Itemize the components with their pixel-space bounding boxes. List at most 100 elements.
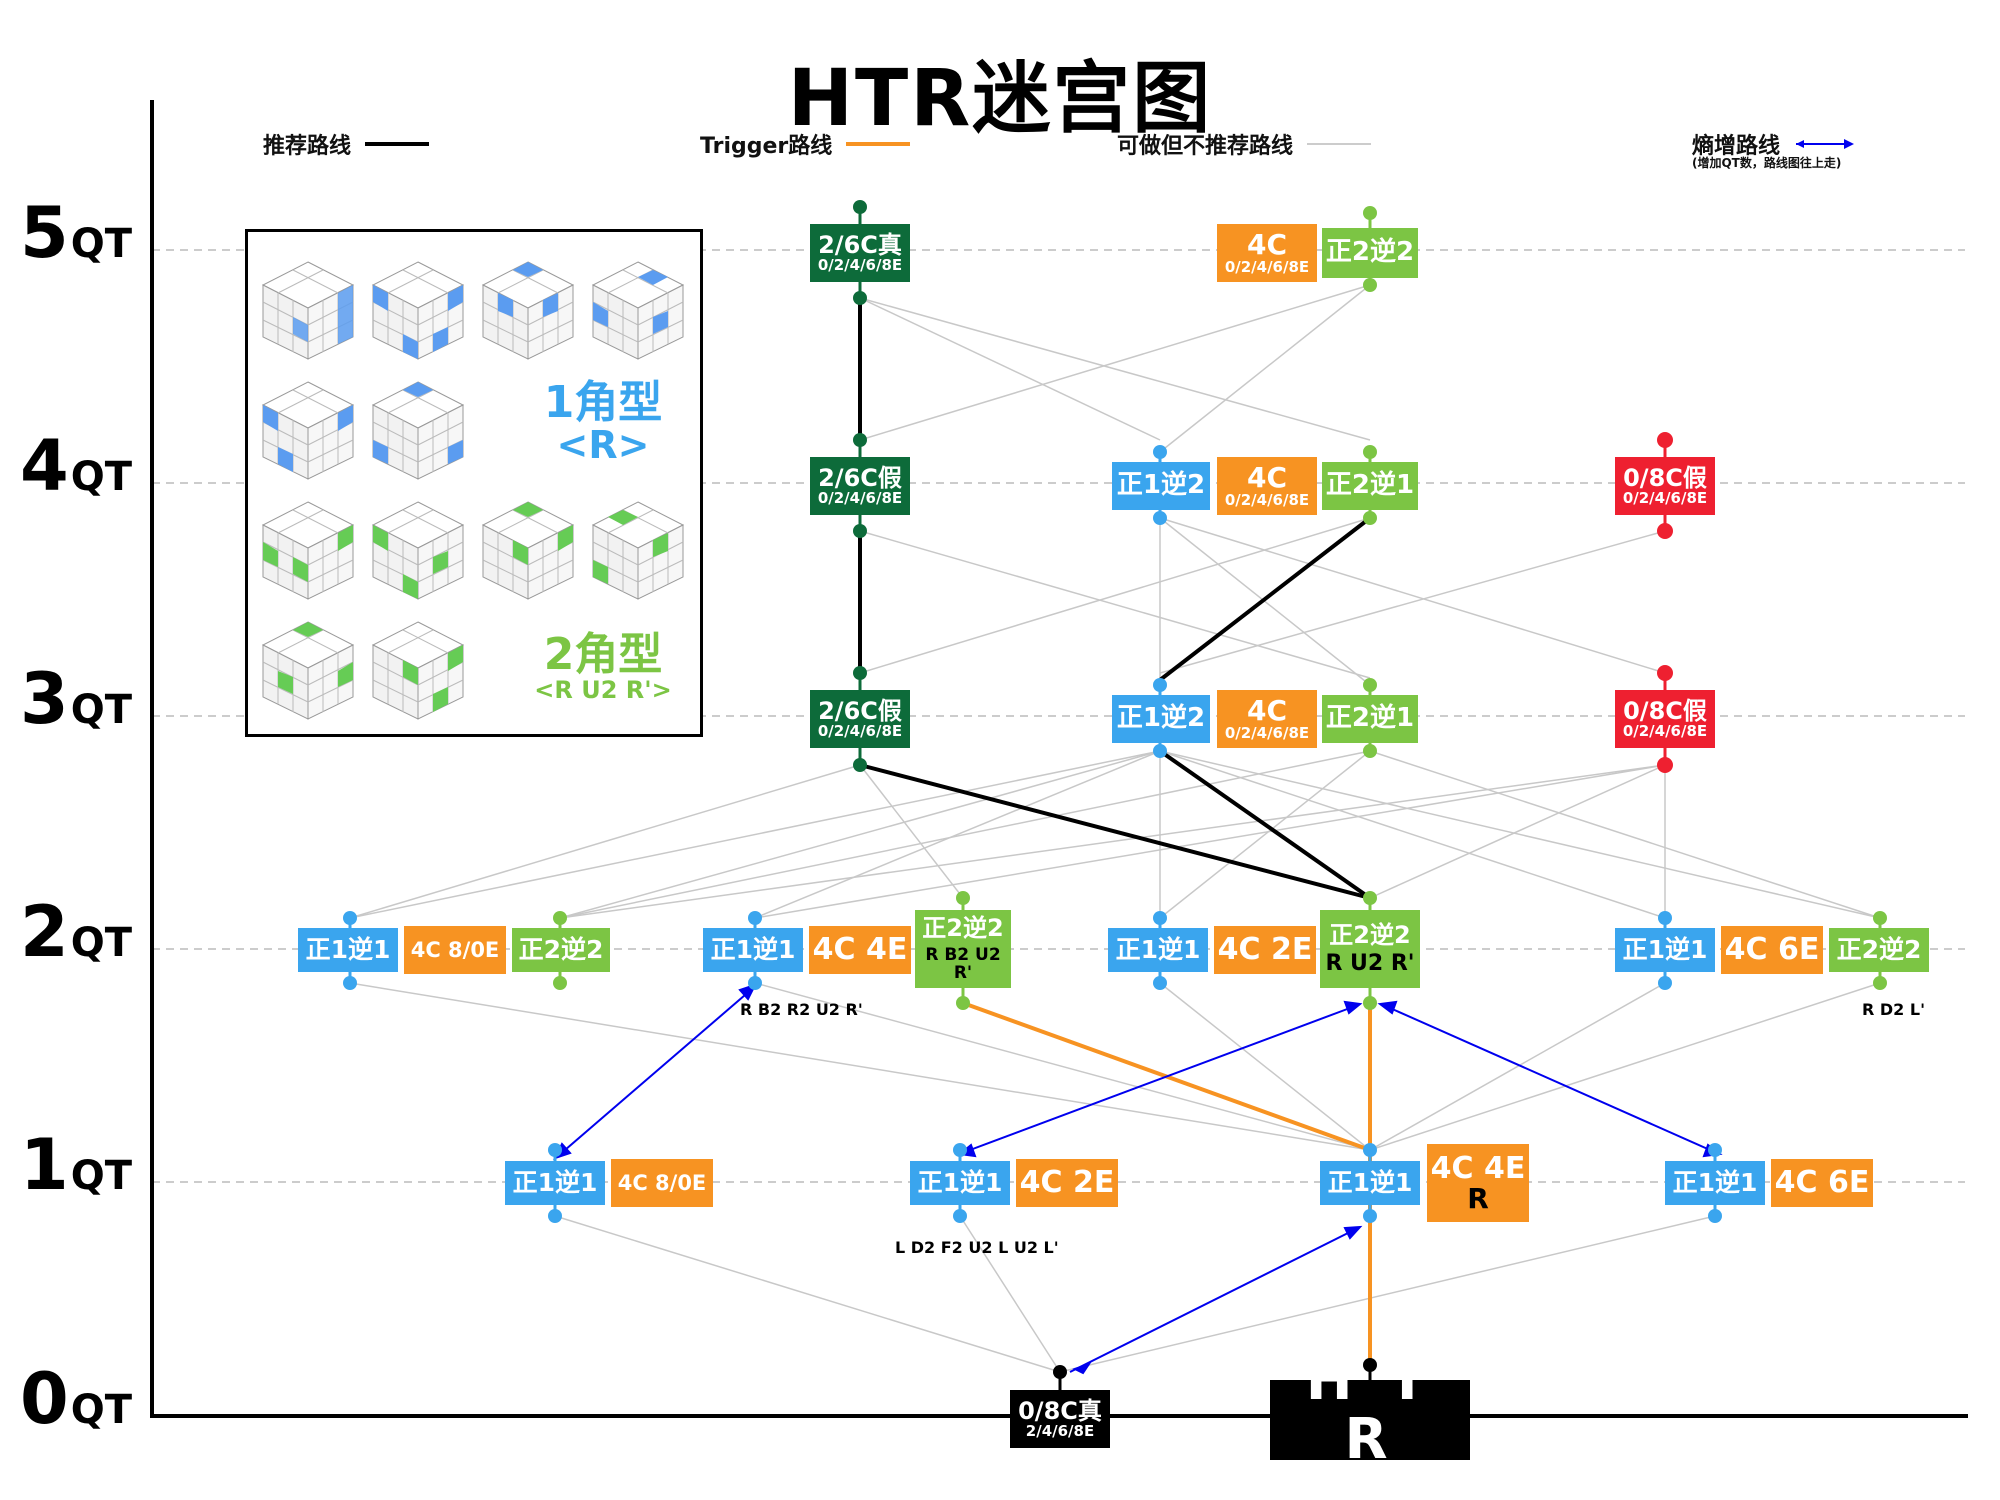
cube-illustrations (262, 261, 684, 720)
node-2qt-c-pos2-neg2: 正2逆2 R U2 R' (1320, 910, 1420, 988)
node-2qt-d-pos2-neg2: 正2逆2 (1829, 928, 1929, 972)
node-3qt-pos1-neg2: 正1逆2 (1112, 695, 1210, 743)
level-label-5qt: 5QT (20, 192, 133, 274)
optional-line (1059, 1215, 1716, 1373)
arrow-head (1072, 1362, 1092, 1375)
optional-line (859, 517, 1371, 674)
level-label-3qt: 3QT (20, 658, 133, 740)
legend-optional: 可做但不推荐路线 (1117, 128, 1372, 160)
legend-label: 熵增路线 (1692, 134, 1781, 159)
node-2qt-d-4c-6e: 4C 6E (1721, 926, 1823, 974)
recommended-line (859, 763, 1371, 900)
node-2qt-c-pos1-neg1: 正1逆1 (1108, 928, 1208, 972)
legend-recommended: 推荐路线 (263, 128, 430, 160)
move-label: R D2 L' (1862, 1000, 1925, 1019)
cube-icon (262, 261, 354, 360)
optional-line (554, 1215, 1061, 1373)
node-1qt-c-pos1-neg1: 正1逆1 (1320, 1161, 1420, 1205)
cube-icon (372, 261, 464, 360)
optional-line (859, 284, 1371, 441)
cube-icon (482, 501, 574, 600)
optional-line (859, 297, 1161, 441)
legend-swatch (365, 142, 430, 146)
optional-line (859, 297, 1371, 441)
legend-entropy: 熵增路线 (增加QT数，路线图往上走) (1692, 128, 1856, 170)
move-label: R B2 R2 U2 R' (740, 1000, 863, 1019)
legend-swatch (846, 142, 911, 146)
arrow-head (1343, 1000, 1363, 1015)
node-1qt-d-pos1-neg1: 正1逆1 (1665, 1161, 1765, 1205)
optional-line (1159, 750, 1881, 919)
optional-line (959, 1215, 1061, 1373)
optional-line (754, 750, 1161, 919)
optional-line (859, 764, 964, 899)
legend-trigger: Trigger路线 (700, 128, 911, 160)
legend-label: Trigger路线 (700, 134, 833, 159)
optional-line (349, 750, 1161, 919)
optional-line (349, 764, 861, 919)
optional-line (1369, 982, 1881, 1151)
optional-line (754, 764, 1666, 919)
node-1qt-b-4c-2e: 4C 2E (1016, 1159, 1118, 1207)
node-0qt-htr: H T R 0C真 0E (1270, 1351, 1470, 1487)
optional-line (1369, 750, 1881, 919)
optional-line (349, 982, 1371, 1151)
type2-label: 2角型<R U2 R'> (534, 629, 672, 705)
cube-icon (482, 261, 574, 360)
optional-line (754, 982, 1371, 1151)
legend-label: 推荐路线 (263, 134, 352, 159)
level-label-1qt: 1QT (20, 1124, 133, 1206)
arrow-head (1343, 1225, 1363, 1240)
legend-note: (增加QT数，路线图往上走) (1692, 156, 1842, 170)
node-4qt-pos2-neg1: 正2逆1 (1322, 462, 1418, 510)
node-2qt-a-pos2-neg2: 正2逆2 (512, 928, 610, 972)
optional-line (1369, 764, 1666, 899)
level-label-4qt: 4QT (20, 425, 133, 507)
cube-icon (372, 621, 464, 720)
cube-icon (262, 381, 354, 480)
node-2qt-d-pos1-neg1: 正1逆1 (1615, 928, 1715, 972)
entropy-arrow (969, 1007, 1351, 1151)
optional-line (559, 764, 1666, 919)
cube-icon (372, 501, 464, 600)
optional-line (559, 750, 1161, 919)
legend-label: 可做但不推荐路线 (1117, 134, 1294, 159)
legend-swatch (1307, 143, 1372, 145)
corner-type-key: 1角型<R> 2角型<R U2 R'> (245, 229, 703, 737)
node-1qt-b-pos1-neg1: 正1逆1 (910, 1161, 1010, 1205)
optional-line (1159, 530, 1666, 674)
node-4qt-pos1-neg2: 正1逆2 (1112, 462, 1210, 510)
arrow-icon (1796, 139, 1855, 149)
node-3qt-pos2-neg1: 正2逆1 (1322, 695, 1418, 743)
cube-icon (592, 501, 684, 600)
node-2qt-a-4c-8-0e: 4C 8/0E (404, 926, 506, 974)
node-2qt-b-pos1-neg1: 正1逆1 (703, 928, 803, 972)
node-2qt-c-4c-2e: 4C 2E (1214, 926, 1316, 974)
optional-line (1159, 284, 1371, 453)
node-1qt-a-4c-8-0e: 4C 8/0E (611, 1159, 713, 1207)
node-2qt-b-pos2-neg2: 正2逆2 R B2 U2 R' (915, 910, 1011, 988)
node-2qt-b-4c-4e: 4C 4E (809, 926, 911, 974)
optional-line (1159, 750, 1666, 919)
level-label-2qt: 2QT (20, 891, 133, 973)
arrow-head (1377, 1000, 1398, 1015)
move-label: L D2 F2 U2 L U2 L' (895, 1238, 1059, 1257)
optional-line (859, 530, 1371, 679)
cube-icon (262, 621, 354, 720)
node-1qt-d-4c-6e: 4C 6E (1771, 1159, 1873, 1207)
node-1qt-a-pos1-neg1: 正1逆1 (505, 1161, 605, 1205)
recommended-line (1158, 516, 1372, 682)
level-label-0qt: 0QT (20, 1358, 133, 1440)
cube-icon (262, 501, 354, 600)
node-2qt-a-pos1-neg1: 正1逆1 (298, 928, 398, 972)
